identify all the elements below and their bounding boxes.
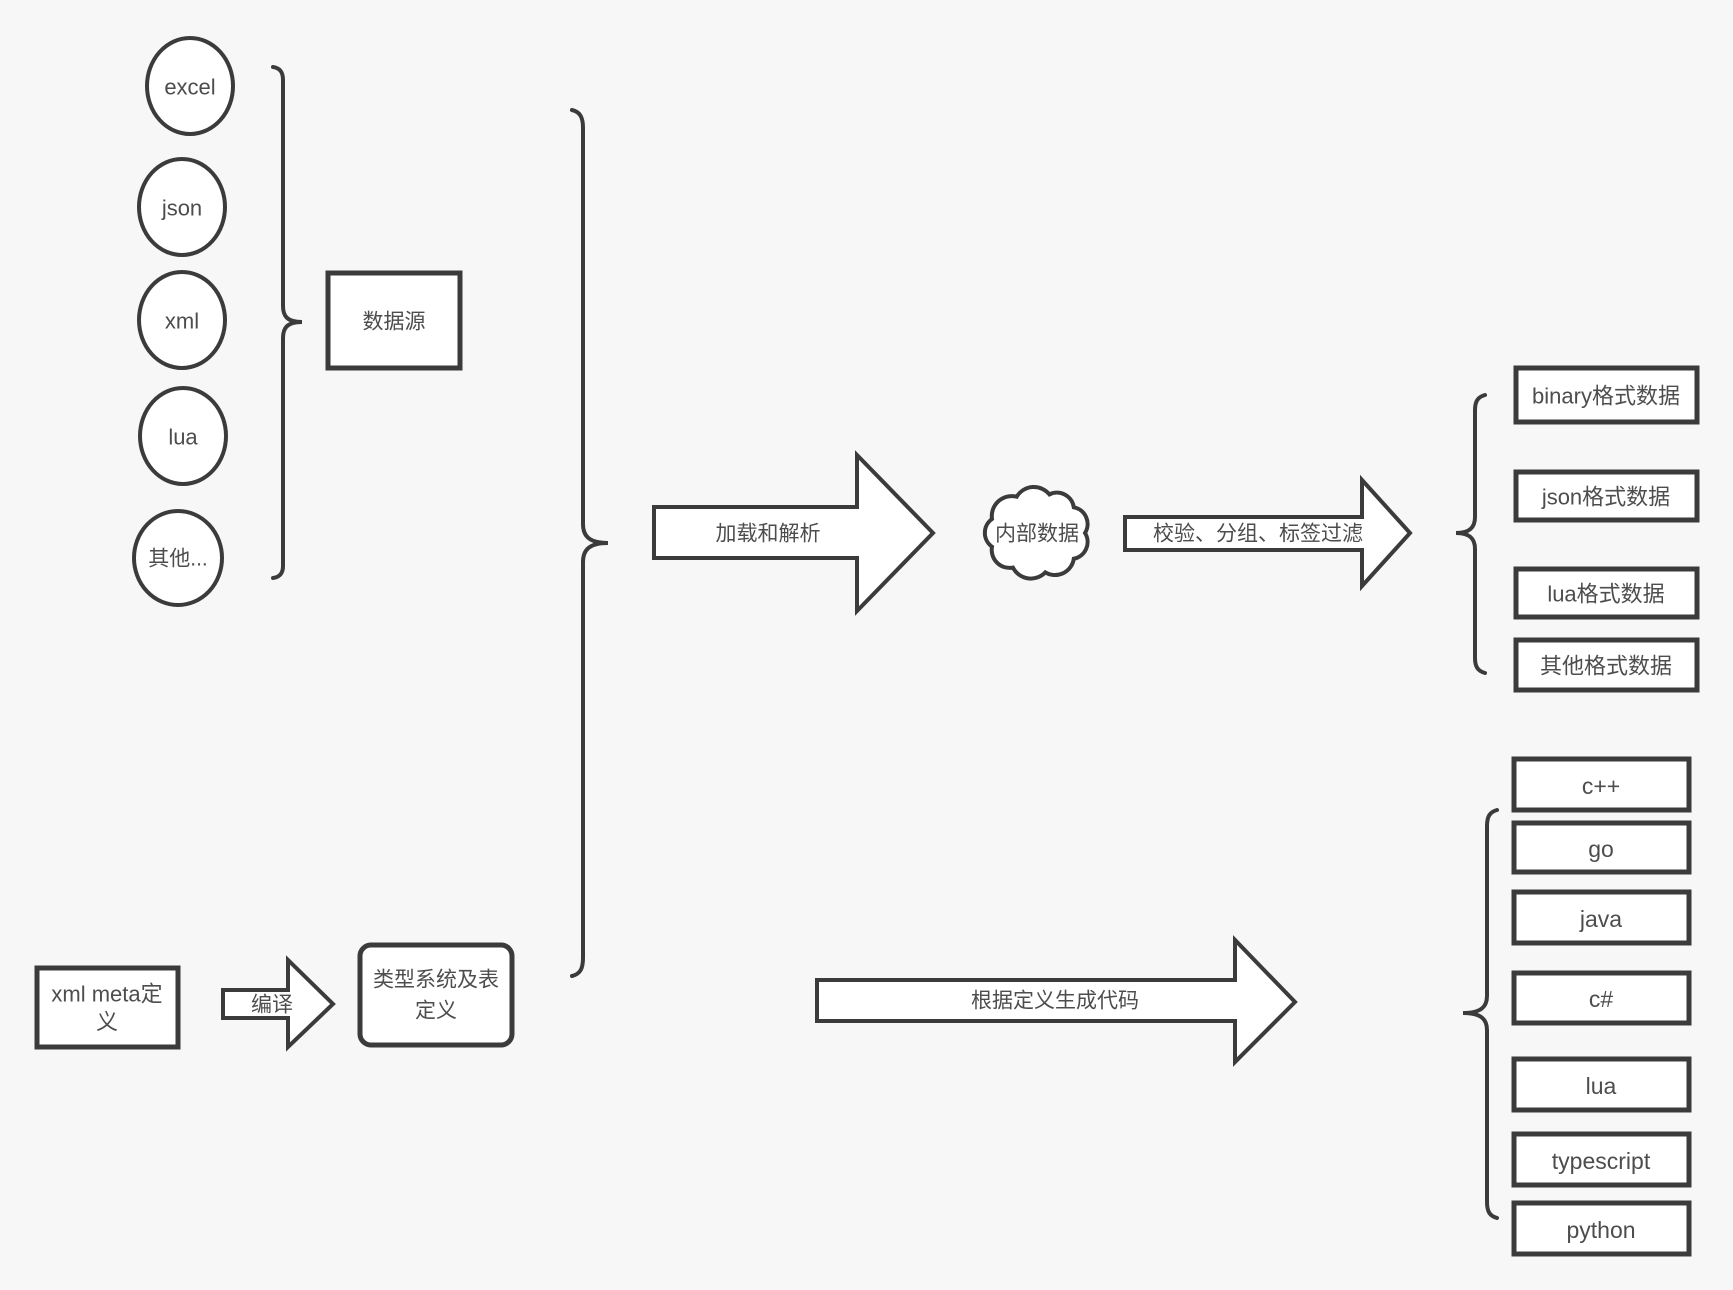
language-box-cpp: c++ [1511, 756, 1692, 813]
language-rect-python [1511, 1200, 1692, 1257]
source-ellipse-other [132, 509, 224, 607]
arrow-load-parse-shape [652, 450, 936, 616]
format-output-other: 其他格式数据 [1513, 637, 1700, 693]
type-system-label-line1: 类型系统及表 [373, 969, 499, 992]
format-output-binary-rect [1513, 365, 1700, 425]
internal-data-label: 内部数据 [995, 523, 1079, 546]
language-label-cpp: c++ [1582, 773, 1620, 799]
arrow-generate-code-shape [815, 935, 1298, 1067]
brace-pipeline-input [570, 108, 609, 978]
language-rect-csharp [1511, 970, 1692, 1026]
source-ellipse-lua [138, 386, 228, 486]
source-ellipse-xml [137, 270, 227, 370]
xml-meta-label-line1: xml meta定 [51, 982, 162, 1007]
data-source-group-box: 数据源 [325, 270, 463, 371]
language-rect-lua [1511, 1056, 1692, 1113]
data-source-label: 数据源 [363, 311, 426, 334]
arrow-compile-label: 编译 [251, 994, 293, 1017]
brace-format-outputs [1455, 393, 1487, 675]
source-node-json: json [137, 157, 227, 257]
format-output-json-label: json格式数据 [1541, 485, 1670, 510]
language-label-csharp: c# [1589, 986, 1614, 1012]
language-label-go: go [1588, 836, 1614, 862]
language-label-lua: lua [1586, 1073, 1617, 1099]
format-output-json: json格式数据 [1513, 469, 1700, 523]
language-rect-typescript [1511, 1131, 1692, 1188]
format-output-lua: lua格式数据 [1513, 566, 1700, 620]
arrow-compile-shape [221, 955, 336, 1052]
source-label-other: 其他... [148, 548, 208, 571]
arrow-generate-code: 根据定义生成代码 [815, 935, 1298, 1067]
source-label-json: json [161, 196, 202, 221]
format-output-binary-label: binary格式数据 [1532, 384, 1680, 409]
arrow-generate-code-label: 根据定义生成代码 [971, 990, 1139, 1013]
data-source-rect [325, 270, 463, 371]
language-box-lua: lua [1511, 1056, 1692, 1113]
language-box-csharp: c# [1511, 970, 1692, 1026]
language-rect-cpp [1511, 756, 1692, 813]
internal-data-cloud-shape [982, 484, 1090, 581]
brace-languages [1462, 808, 1499, 1220]
source-node-excel: excel [145, 36, 235, 136]
arrow-validate-filter-shape [1123, 474, 1413, 592]
arrow-validate-filter: 校验、分组、标签过滤 [1123, 474, 1413, 592]
brace-sources [271, 65, 303, 580]
language-box-go: go [1511, 820, 1692, 875]
arrow-load-parse: 加载和解析 [652, 450, 936, 616]
source-node-lua: lua [138, 386, 228, 486]
arrow-compile: 编译 [221, 955, 336, 1052]
language-box-typescript: typescript [1511, 1131, 1692, 1188]
format-output-other-label: 其他格式数据 [1540, 654, 1672, 679]
source-ellipse-excel [145, 36, 235, 136]
source-node-other: 其他... [132, 509, 224, 607]
language-rect-go [1511, 820, 1692, 875]
language-label-typescript: typescript [1552, 1148, 1651, 1174]
source-node-xml: xml [137, 270, 227, 370]
language-box-python: python [1511, 1200, 1692, 1257]
language-rect-java [1511, 889, 1692, 946]
arrow-load-parse-label: 加载和解析 [716, 523, 821, 546]
xml-meta-label-line2: 义 [96, 1010, 118, 1035]
xml-meta-box: xml meta定 义 [34, 965, 181, 1050]
source-label-xml: xml [165, 309, 199, 334]
source-label-lua: lua [168, 425, 198, 450]
xml-meta-rect [34, 965, 181, 1050]
language-label-java: java [1579, 906, 1622, 932]
type-system-rect [357, 942, 515, 1048]
type-system-box: 类型系统及表 定义 [357, 942, 515, 1048]
source-ellipse-json [137, 157, 227, 257]
language-label-python: python [1566, 1217, 1635, 1243]
format-output-binary: binary格式数据 [1513, 365, 1700, 425]
internal-data-cloud: 内部数据 [982, 484, 1090, 581]
format-output-json-rect [1513, 469, 1700, 523]
source-label-excel: excel [164, 75, 215, 100]
arrow-validate-filter-label: 校验、分组、标签过滤 [1153, 523, 1363, 546]
format-output-other-rect [1513, 637, 1700, 693]
type-system-label-line2: 定义 [415, 1000, 457, 1023]
format-output-lua-rect [1513, 566, 1700, 620]
format-output-lua-label: lua格式数据 [1547, 582, 1664, 607]
language-box-java: java [1511, 889, 1692, 946]
